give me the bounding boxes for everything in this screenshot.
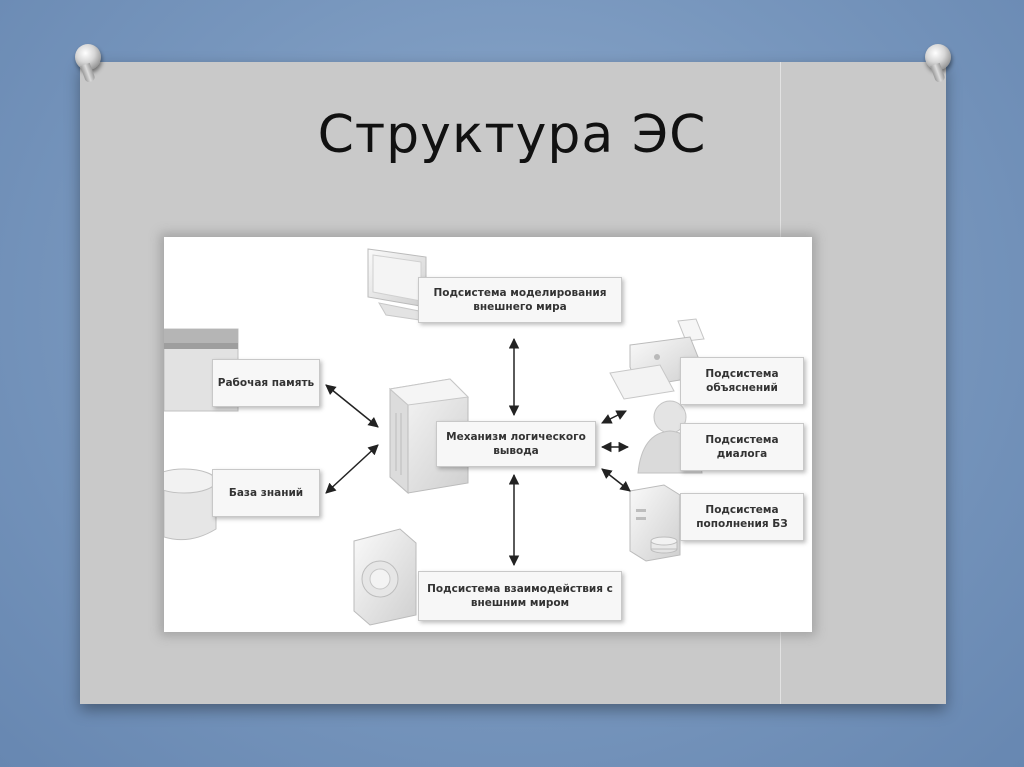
node-knowledge-base: База знаний [212,469,320,517]
arrow-inference-explanations [601,410,627,424]
node-inference-engine: Механизм логического вывода [436,421,596,467]
slide-title: Структура ЭС [317,105,707,165]
node-explanation-subsystem: Подсистема объяснений [680,357,804,405]
pc-tower-icon [629,484,681,562]
database-icon [164,468,217,541]
node-dialog-subsystem: Подсистема диалога [680,423,804,471]
node-interaction-subsystem: Подсистема взаимодействия с внешним миро… [418,571,622,621]
arrow-kb-inference [325,444,379,494]
es-structure-diagram: Подсистема моделирования внешнего мира Р… [164,237,812,632]
connector-arrows [325,337,631,567]
node-working-memory: Рабочая память [212,359,320,407]
arrow-memory-inference [325,384,379,428]
pin-left-icon [75,44,101,70]
node-modeling-subsystem: Подсистема моделирования внешнего мира [418,277,622,323]
arrow-inference-kbupdate [601,468,631,492]
speaker-icon [353,528,417,626]
pin-right-icon [925,44,951,70]
node-kb-update-subsystem: Подсистема пополнения БЗ [680,493,804,541]
